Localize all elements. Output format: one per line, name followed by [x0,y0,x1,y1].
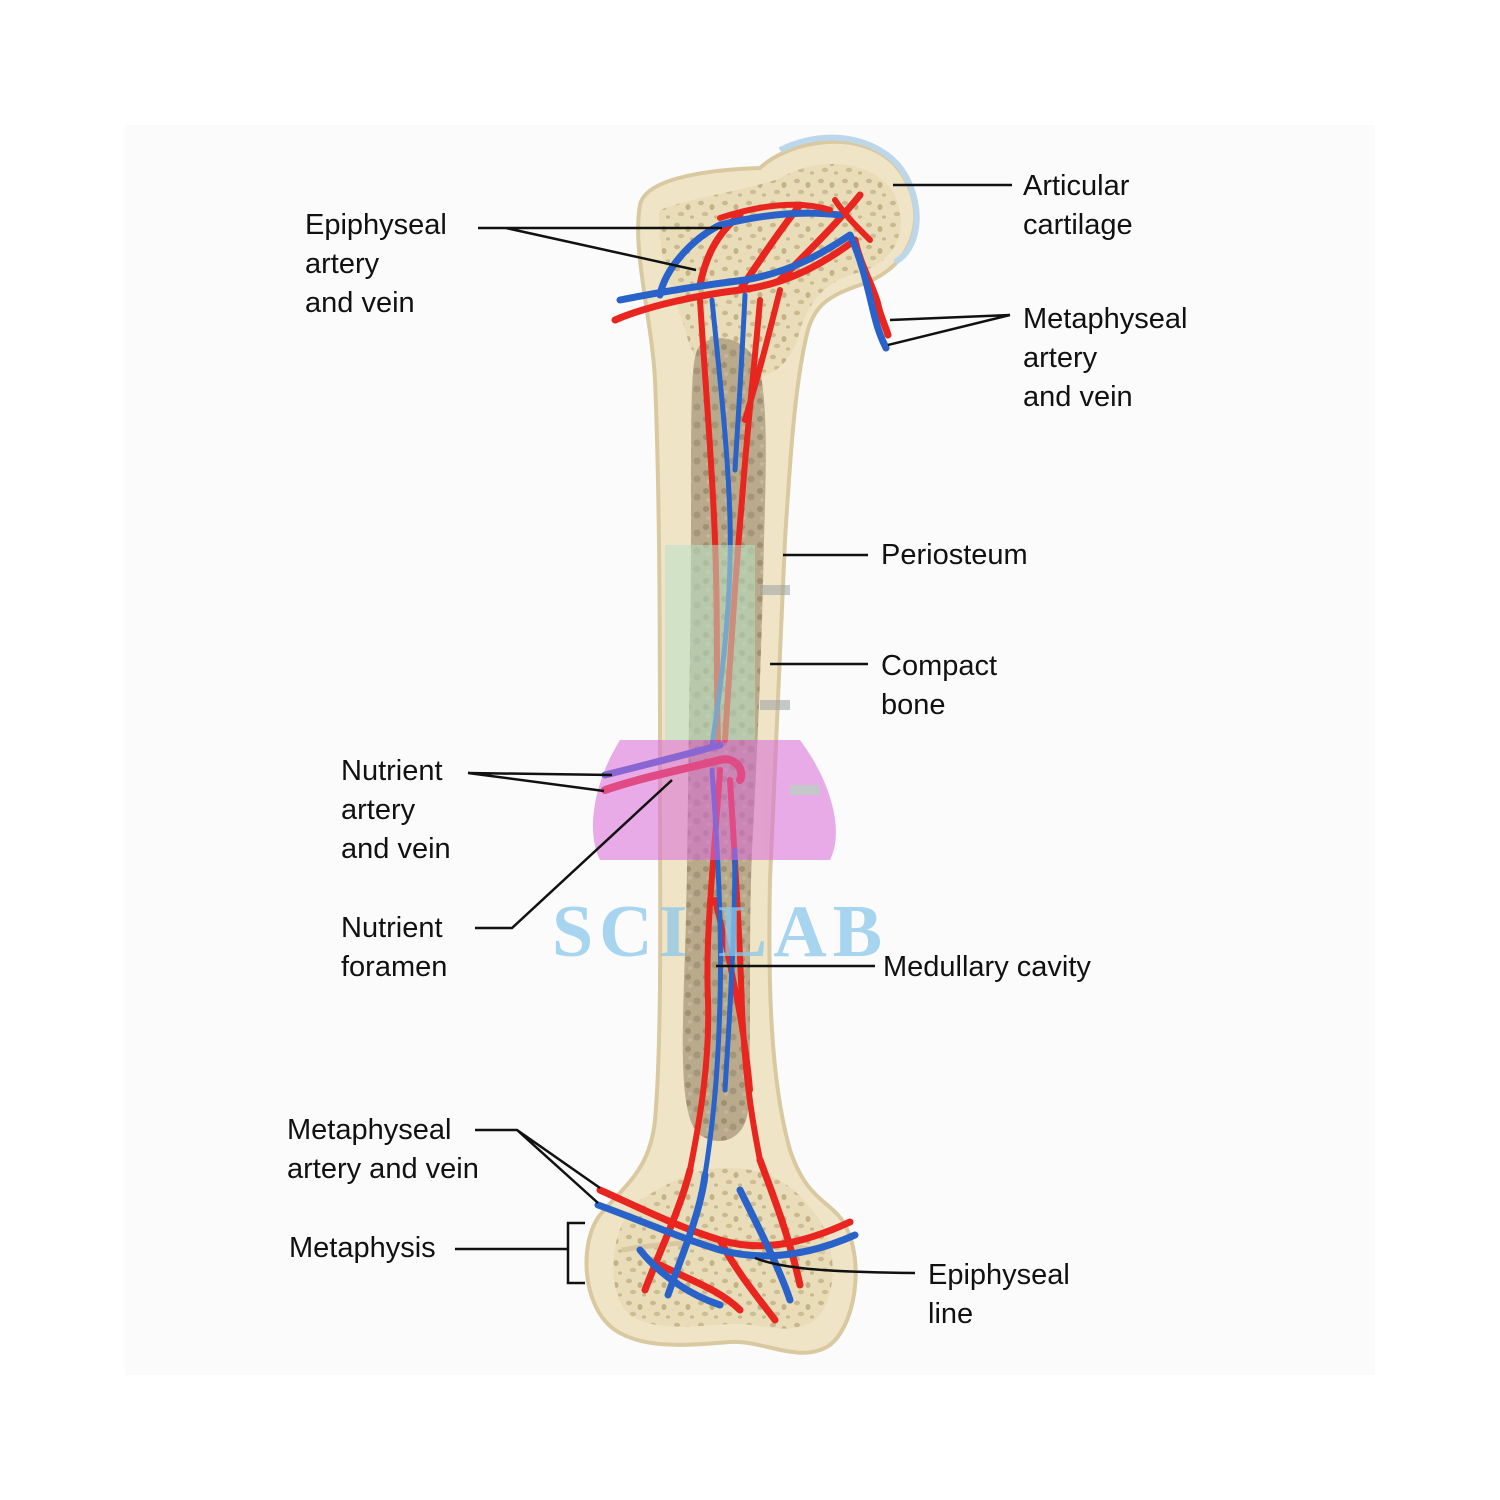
leader-nutrient-artery-vein [467,771,613,793]
label-metaphysis: Metaphysis [289,1232,436,1264]
articular-cartilage-shape [778,134,920,265]
watermark-logo [592,545,836,860]
epiphyseal-artery-path [611,191,892,339]
label-periosteum: Periosteum [881,539,1028,571]
label-compact-bone: Compact bone [881,650,998,721]
label-epiphyseal-line: Epiphyseal line [928,1259,1070,1330]
leader-metaphysis [455,1221,585,1285]
label-metaphyseal-artery-vein-top: Metaphyseal artery and vein [1023,303,1188,413]
label-epiphyseal-artery-vein: Epiphyseal artery and vein [305,209,447,319]
metaphyseal-vein-bottom-path [594,1171,859,1309]
leader-metaphyseal-bottom [475,1128,601,1204]
leader-metaphyseal-top [887,313,1011,347]
leader-nutrient-foramen [475,779,673,930]
leader-epiphyseal-line [754,1256,916,1275]
label-nutrient-foramen: Nutrient foramen [341,912,448,983]
label-articular-cartilage: Articular cartilage [1023,170,1133,241]
leader-epiphyseal-artery-vein [478,226,722,272]
label-metaphyseal-artery-vein-bottom: Metaphyseal artery and vein [287,1114,479,1185]
watermark-text: SCI LAB [552,891,889,973]
label-medullary-cavity: Medullary cavity [883,951,1091,983]
epiphyseal-vein-path [616,209,890,352]
leader-lines [455,183,1012,1285]
label-nutrient-artery-vein: Nutrient artery and vein [341,755,451,865]
